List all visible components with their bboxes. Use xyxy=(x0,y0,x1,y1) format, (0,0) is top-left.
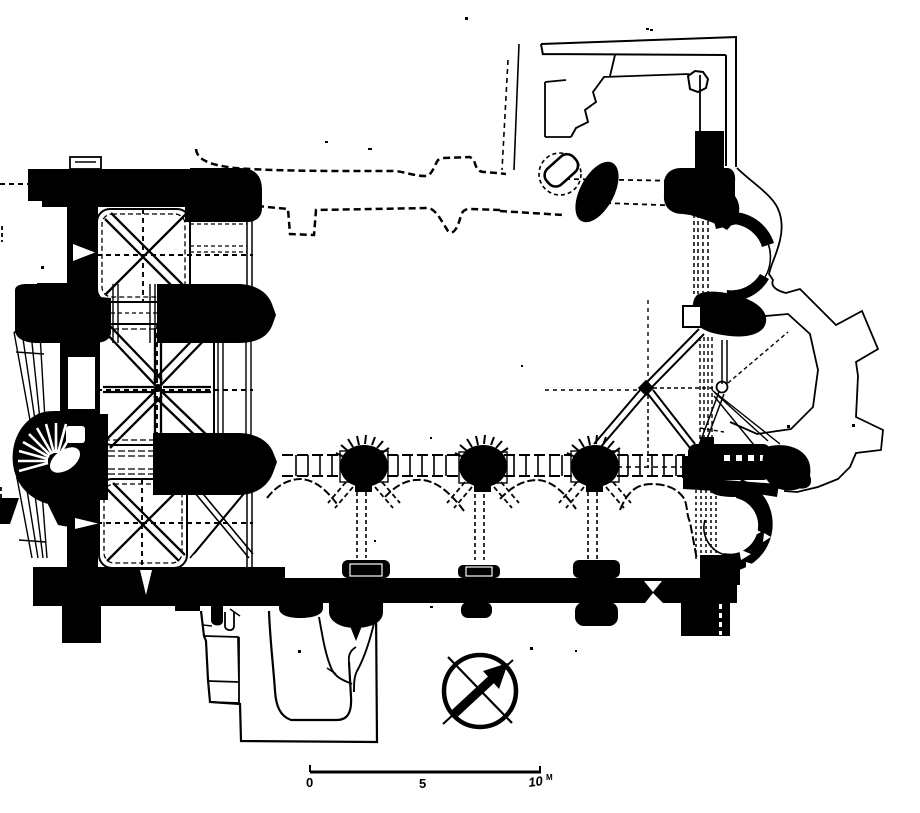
svg-text:0: 0 xyxy=(306,775,313,790)
svg-text:10: 10 xyxy=(527,773,544,790)
svg-text:5: 5 xyxy=(419,776,426,791)
svg-text:M: M xyxy=(546,773,553,782)
